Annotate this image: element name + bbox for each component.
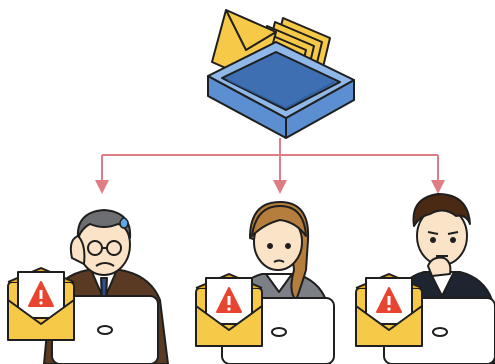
distribution-arrows xyxy=(101,138,439,182)
alert-envelope-left xyxy=(7,267,75,341)
arrowheads xyxy=(95,180,445,194)
tray xyxy=(207,41,355,139)
arrowhead-center xyxy=(273,180,287,194)
inbox-tray-icon xyxy=(207,9,355,139)
alert-envelope-center xyxy=(195,273,263,347)
arrowhead-left xyxy=(95,180,109,194)
alert-envelope-right xyxy=(355,273,423,347)
arrowhead-right xyxy=(431,180,445,194)
sweat-drop-icon xyxy=(119,217,129,229)
